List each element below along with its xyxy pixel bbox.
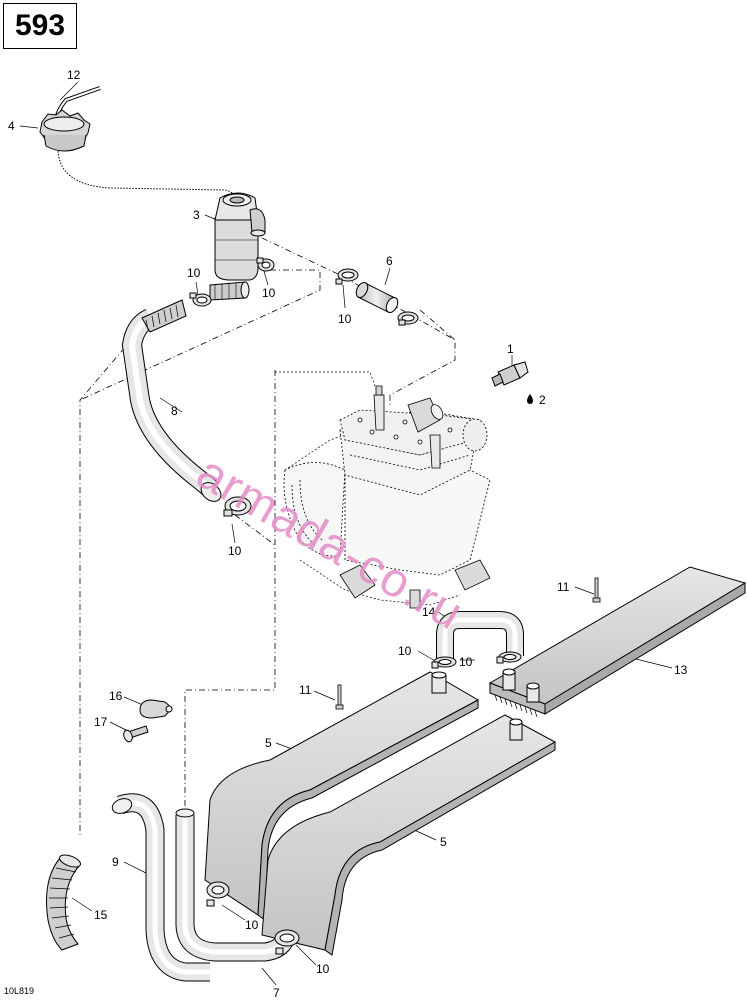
callout-16: 16	[109, 689, 123, 703]
heat-exchanger-left-upper	[204, 671, 480, 921]
callout-4: 4	[8, 119, 15, 133]
lower-hose-9	[111, 793, 210, 982]
callout-2: 2	[539, 393, 546, 407]
hose-clamp	[256, 257, 275, 272]
hose-clamp	[223, 496, 252, 517]
callout-10: 10	[228, 544, 242, 558]
temperature-sensor	[491, 361, 529, 387]
engine-block	[283, 385, 491, 609]
hose-clamp	[431, 656, 457, 669]
callout-5: 5	[440, 835, 447, 849]
hose-clamp	[335, 268, 359, 285]
callout-17: 17	[94, 715, 108, 729]
callout-8: 8	[171, 404, 178, 418]
hose-clamp	[496, 651, 522, 664]
hose-clamp	[397, 311, 419, 326]
spiral-protector	[46, 854, 81, 951]
short-hose	[355, 282, 399, 313]
hose-clamp	[274, 929, 300, 955]
callout-12: 12	[67, 68, 81, 82]
heat-exchanger-rear	[488, 566, 747, 718]
u-hose	[436, 611, 524, 662]
rivet	[592, 577, 601, 603]
callout-3: 3	[193, 208, 200, 222]
callout-6: 6	[386, 254, 393, 268]
page-number-badge: 593	[3, 3, 77, 49]
callout-7: 7	[273, 986, 280, 1000]
drop-icon	[527, 394, 533, 404]
coolant-tank	[209, 192, 266, 301]
callout-10: 10	[187, 266, 201, 280]
callout-10: 10	[398, 644, 412, 658]
callout-11: 11	[557, 580, 570, 594]
hose-clamp	[206, 881, 230, 907]
callout-labels: 1 2 3 4 5 5 6 7 8 9 10 10 10 10 10 10 10…	[8, 68, 688, 1000]
engine-outline-hidden	[275, 371, 461, 606]
screw	[123, 725, 149, 743]
callout-10: 10	[338, 312, 352, 326]
drawing-code: 10L819	[4, 986, 35, 996]
callout-10: 10	[316, 962, 330, 976]
callout-14: 14	[422, 605, 436, 619]
callout-11: 11	[299, 683, 312, 697]
formed-hose	[121, 299, 222, 502]
hose-clip	[139, 699, 173, 719]
callout-10: 10	[245, 918, 259, 932]
rivet	[335, 684, 344, 710]
callout-9: 9	[112, 855, 119, 869]
pressure-cap	[39, 109, 91, 152]
lower-hose-7	[175, 808, 294, 962]
callout-1: 1	[507, 342, 514, 356]
hose-clamp	[189, 292, 212, 307]
callout-10: 10	[262, 286, 276, 300]
callout-13: 13	[674, 663, 688, 677]
callout-5: 5	[265, 736, 272, 750]
callout-15: 15	[94, 908, 108, 922]
heat-exchanger-left-lower	[261, 714, 557, 956]
callout-10: 10	[459, 655, 473, 669]
